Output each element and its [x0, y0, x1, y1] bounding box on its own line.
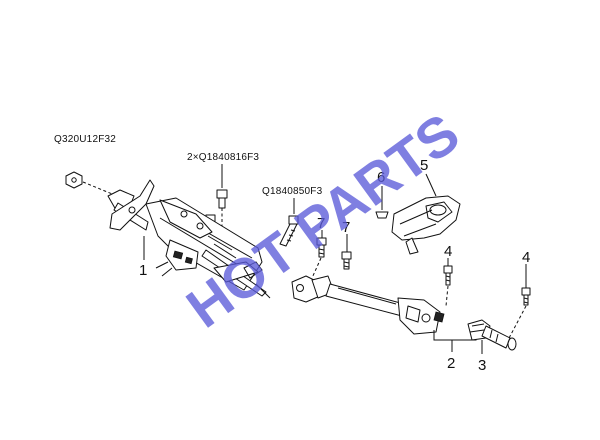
callout-screw-right: 7 [342, 219, 350, 236]
callout-bolt-left: 4 [444, 243, 452, 260]
lower-joint-part [467, 319, 517, 354]
intermediate-shaft-part [291, 275, 477, 352]
screw-left-part [311, 230, 327, 279]
callout-bolt-right: 4 [522, 249, 530, 266]
steering-column-part [107, 179, 271, 299]
bolt-left-part [443, 258, 453, 307]
callout-column: 1 [139, 262, 147, 279]
bolt-single-part [279, 215, 299, 247]
callout-clip: 6 [377, 169, 385, 186]
cover-part [391, 173, 461, 255]
bolt-right-part [507, 264, 531, 341]
callout-lower-joint: 3 [478, 357, 486, 374]
callout-intermediate-shaft: 2 [447, 355, 455, 372]
callout-cover: 5 [420, 157, 428, 174]
label-nut-code: Q320U12F32 [54, 134, 116, 145]
screw-right-part [341, 234, 352, 270]
callout-screw-left: 7 [317, 215, 325, 232]
label-bolt-single-code: Q1840850F3 [262, 186, 323, 197]
clip-part [375, 186, 389, 219]
label-bolts-pair-code: 2×Q1840816F3 [187, 152, 259, 163]
